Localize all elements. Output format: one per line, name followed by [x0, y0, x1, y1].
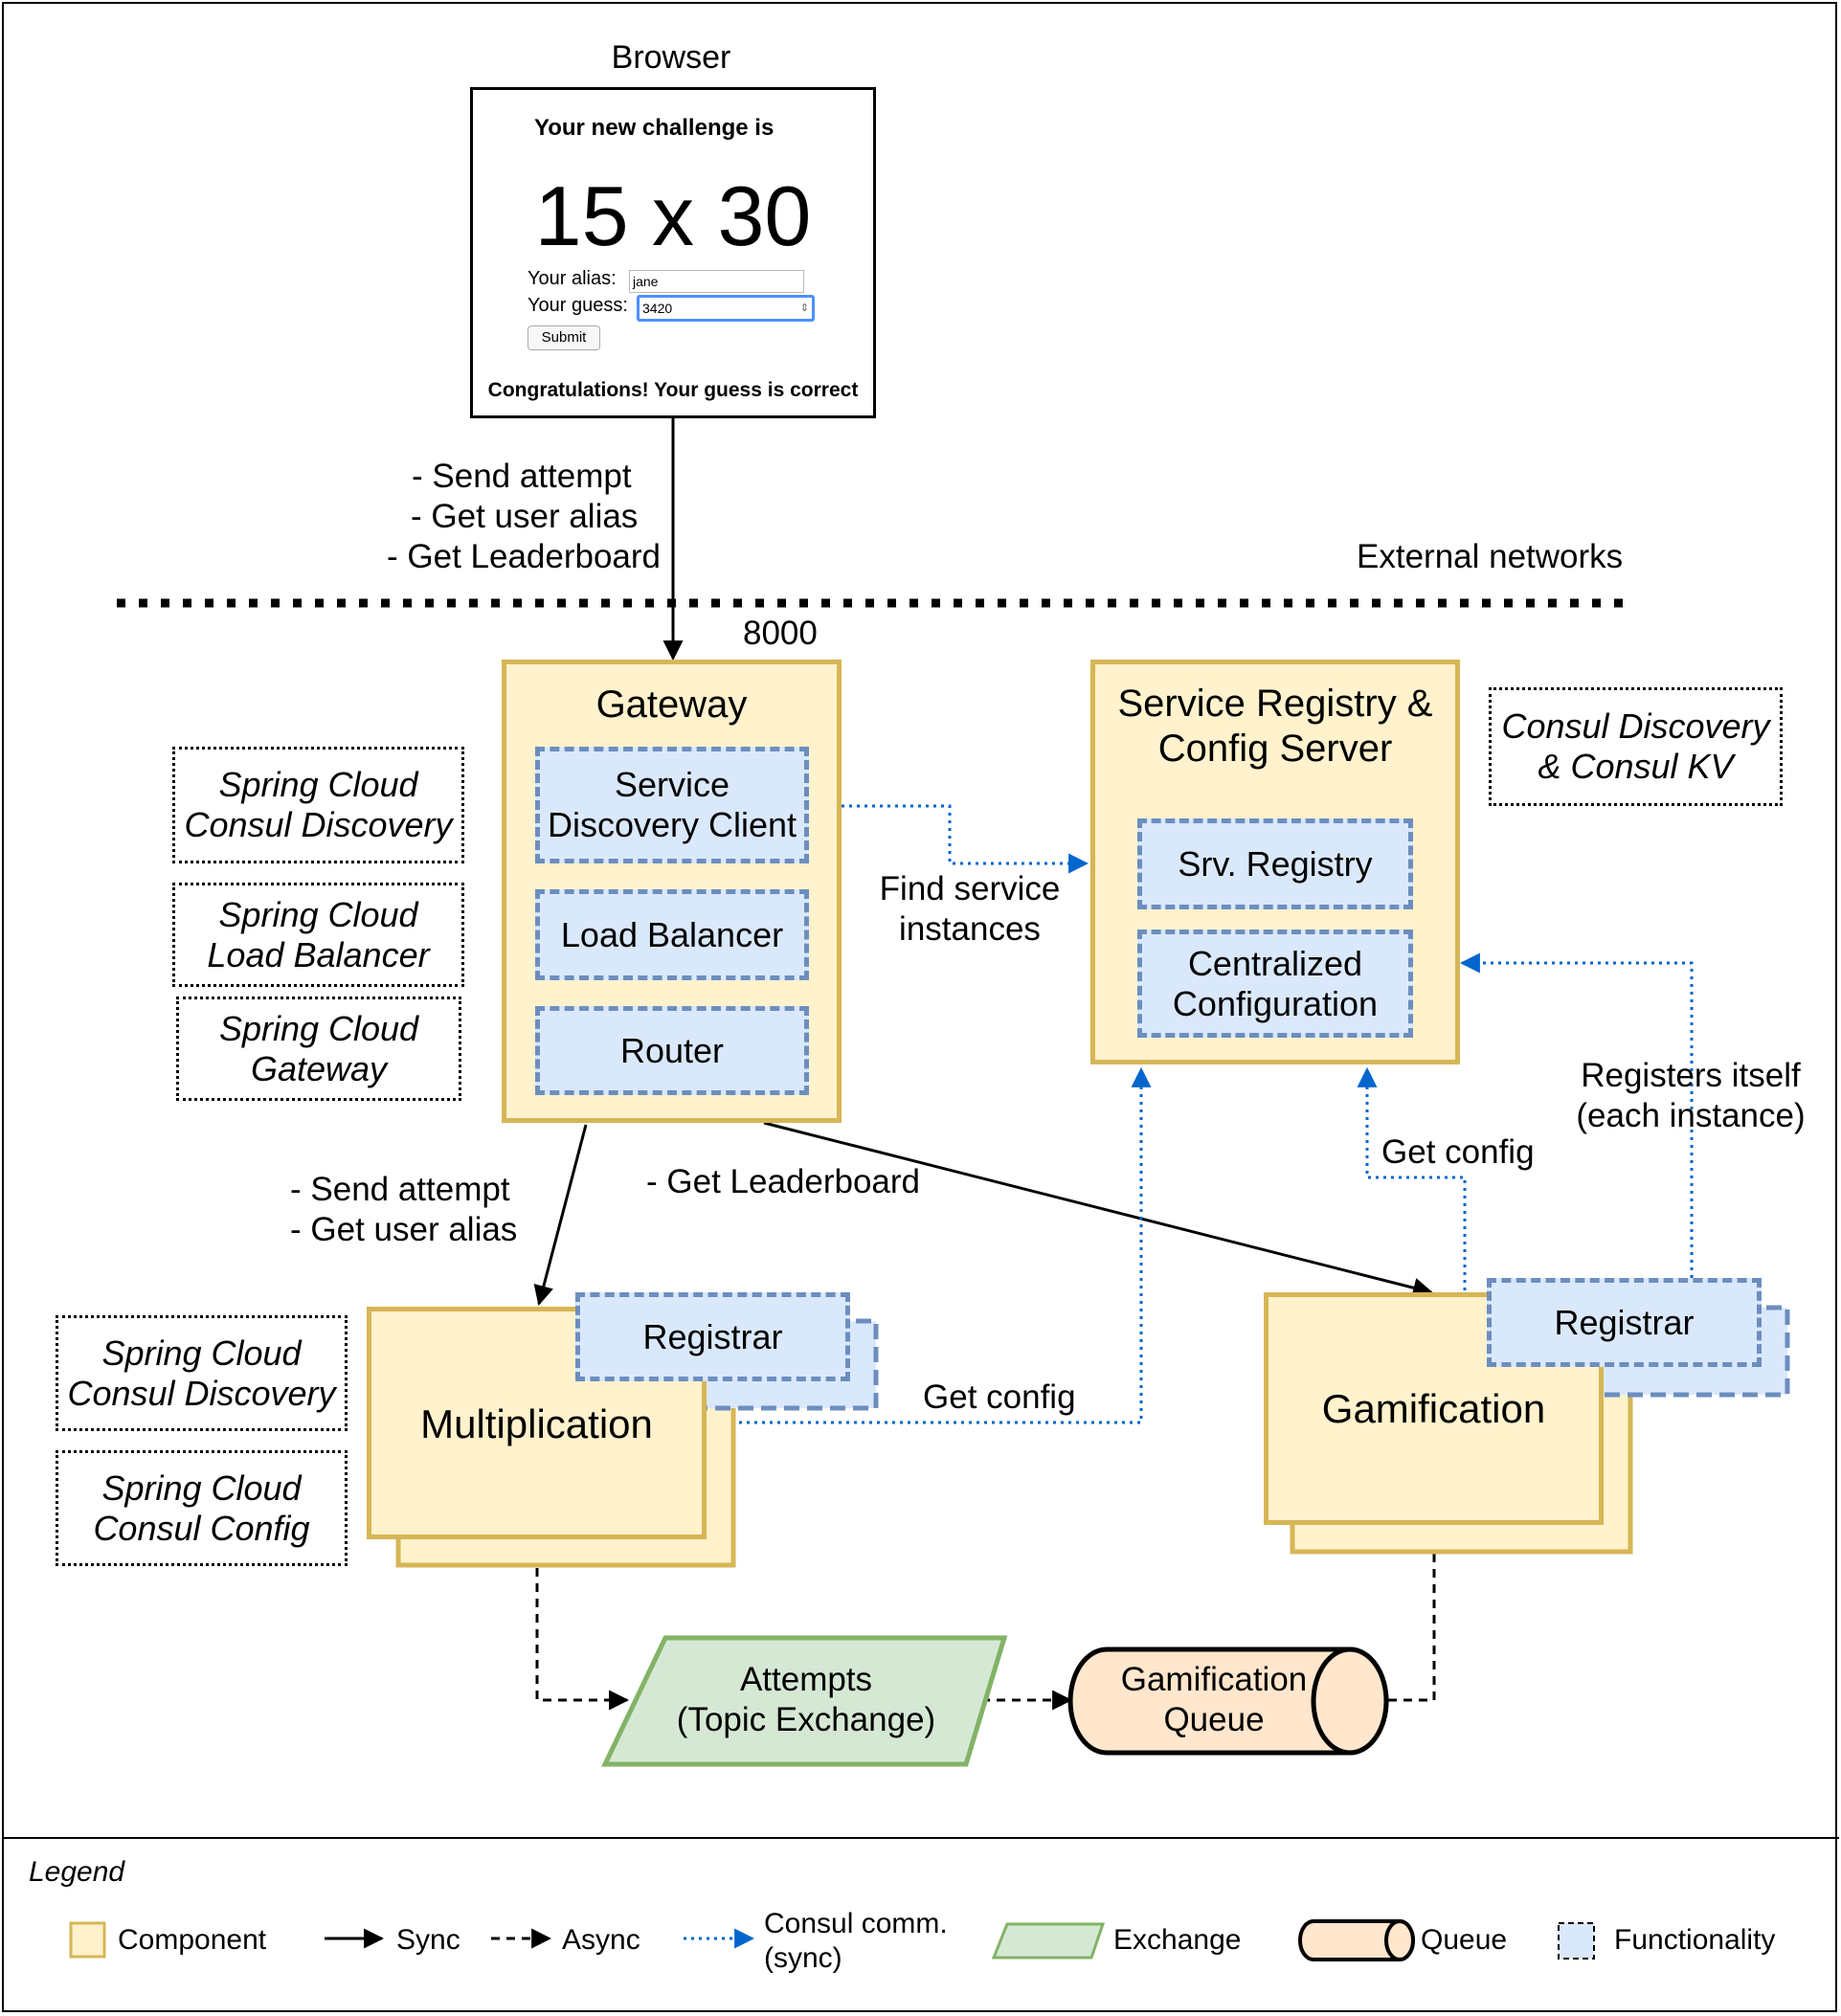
edge-label-registers-itself: Registers itself(each instance): [1576, 1057, 1806, 1134]
edge-label-get-alias: - Get user alias: [411, 498, 639, 535]
guess-input[interactable]: 3420 ⇕: [637, 295, 815, 322]
sdc-line-2: Discovery Client: [547, 805, 797, 844]
arrow-gateway-gamification: [763, 1121, 1434, 1298]
challenge-value: 15 x 30: [534, 168, 812, 263]
arrow-mult-exchange: [535, 1537, 630, 1711]
srv-registry-label: Srv. Registry: [1178, 843, 1373, 884]
legend-title: Legend: [29, 1856, 125, 1888]
exchange-label: Attempts(Topic Exchange): [676, 1661, 936, 1738]
queue-shape: [1067, 1646, 1389, 1756]
legend-exchange-label: Exchange: [1113, 1924, 1242, 1956]
edge-label-gam-get-config: Get config: [1381, 1132, 1535, 1173]
gamification-registrar: Registrar: [1487, 1278, 1762, 1367]
legend-component-swatch: [69, 1921, 106, 1959]
result-message: Congratulations! Your guess is correct: [487, 379, 859, 401]
alias-label: Your alias:: [528, 268, 617, 289]
load-balancer: Load Balancer: [535, 889, 809, 980]
edge-label-gam-get-leaderboard: - Get Leaderboard: [646, 1163, 921, 1200]
edge-label-get-leaderboard: - Get Leaderboard: [387, 538, 662, 575]
browser-label: Browser: [611, 39, 731, 76]
legend-separator: [2, 1837, 1839, 1839]
multiplication-title: Multiplication: [420, 1401, 653, 1446]
edge-label-mult-send-attempt: - Send attempt: [290, 1171, 510, 1208]
legend-functionality-label: Functionality: [1614, 1924, 1776, 1956]
edge-label-mult-get-alias: - Get user alias: [290, 1211, 518, 1248]
legend-async-label: Async: [562, 1924, 640, 1956]
legend-functionality-swatch: [1558, 1922, 1595, 1960]
arrow-queue-gamification: [1388, 1524, 1445, 1702]
exchange-shape: [601, 1635, 1008, 1767]
external-networks-label: External networks: [1357, 538, 1624, 575]
multiplication-registrar: Registrar: [575, 1292, 850, 1381]
arrow-gam-get-config: [1357, 1066, 1467, 1290]
gamification-title: Gamification: [1321, 1386, 1546, 1431]
sdc-line-1: Service: [614, 765, 730, 804]
legend-exchange-swatch: [991, 1922, 1106, 1960]
mult-registrar-label: Registrar: [642, 1316, 783, 1356]
legend-sync-label: Sync: [396, 1924, 460, 1956]
registry-title: Service Registry &Config Server: [1117, 683, 1433, 770]
arrow-gateway-multiplication: [533, 1124, 588, 1307]
lb-label: Load Balancer: [560, 914, 784, 954]
guess-label: Your guess:: [528, 295, 628, 316]
guess-value: 3420: [642, 301, 673, 316]
legend-queue-swatch: [1298, 1919, 1415, 1961]
alias-input[interactable]: jane: [629, 270, 804, 293]
edge-label-send-attempt: - Send attempt: [412, 458, 632, 495]
gateway-port: 8000: [743, 615, 818, 652]
note-consul-discovery-kv: Consul Discovery& Consul KV: [1489, 687, 1783, 806]
arrow-mult-get-config: [708, 1066, 1152, 1424]
arrow-find-service: [811, 804, 1089, 874]
legend-consul-label: Consul comm.(sync): [764, 1908, 948, 1974]
router-label: Router: [619, 1030, 725, 1070]
submit-button[interactable]: Submit: [528, 325, 600, 350]
gam-registrar-label: Registrar: [1554, 1302, 1695, 1342]
router: Router: [535, 1006, 809, 1095]
legend-queue-label: Queue: [1421, 1924, 1508, 1956]
challenge-heading: Your new challenge is: [534, 115, 775, 141]
srv-registry: Srv. Registry: [1137, 818, 1413, 909]
edge-label-mult-get-config: Get config: [923, 1378, 1076, 1416]
browser-window: Your new challenge is 15 x 30 Your alias…: [470, 87, 876, 418]
gateway-title: Gateway: [595, 683, 748, 726]
arrow-registers-itself: [1459, 952, 1694, 1278]
legend-component-label: Component: [118, 1924, 267, 1956]
stepper-icon[interactable]: ⇕: [799, 302, 809, 314]
